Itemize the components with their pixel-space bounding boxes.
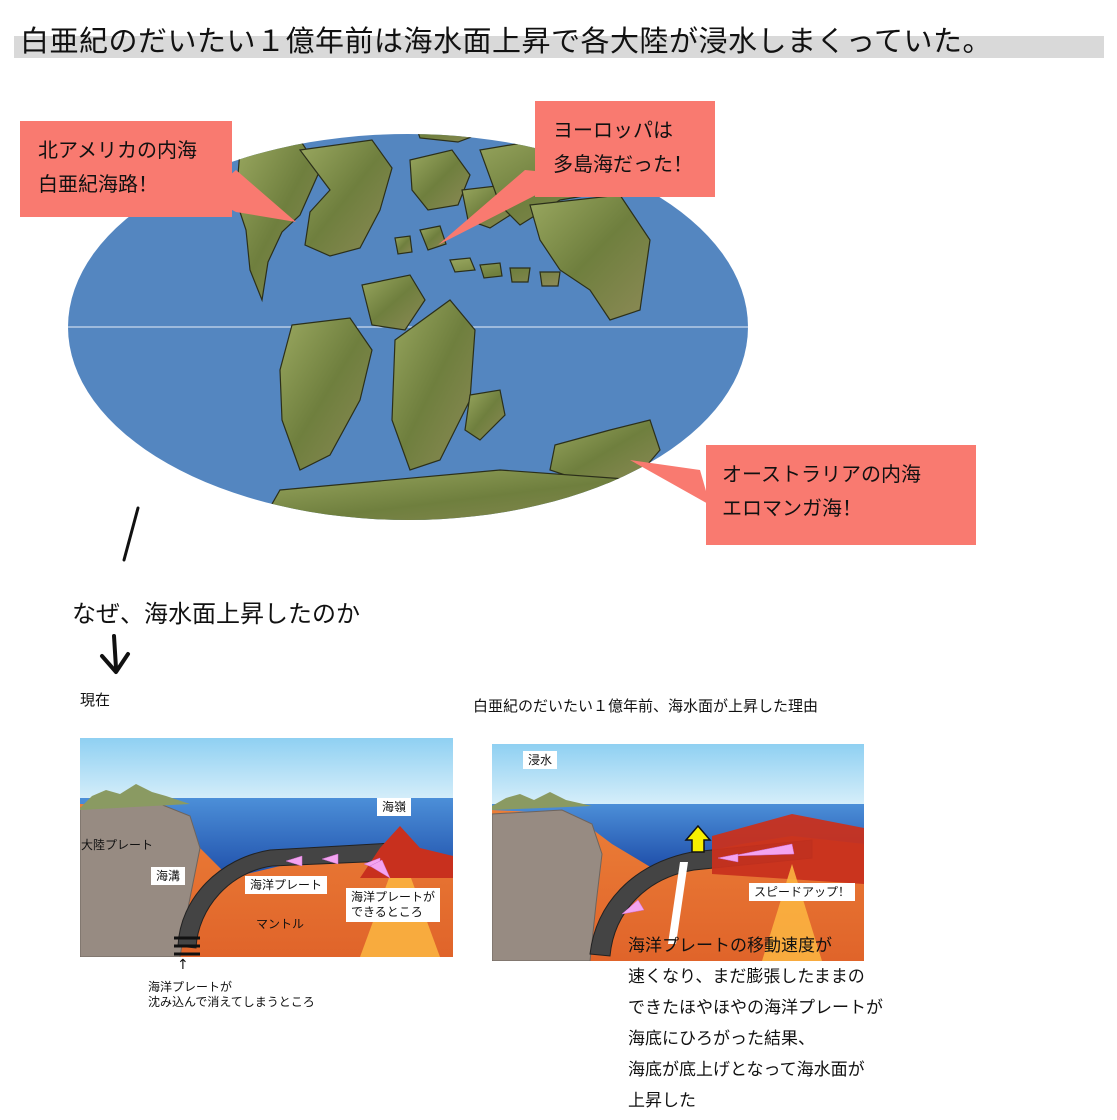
slash-mark: [122, 506, 140, 562]
callout-au-line1: オーストラリアの内海: [722, 462, 921, 486]
down-arrow-icon: [100, 634, 130, 674]
callout-australia: オーストラリアの内海 エロマンガ海！: [706, 445, 976, 545]
cretaceous-heading: 白亜紀のだいたい１億年前、海水面が上昇した理由: [473, 697, 819, 715]
label-plate-forms-line2: できるところ: [351, 905, 423, 919]
explanation-line-4: 海底にひろがった結果、: [628, 1029, 815, 1049]
page-title: 白亜紀のだいたい１億年前は海水面上昇で各大陸が浸水しまくっていた。: [20, 24, 993, 58]
present-plate-diagram: [80, 738, 453, 957]
question-text: なぜ、海水面上昇したのか: [72, 600, 360, 628]
asia-main: [529, 194, 651, 321]
explanation-line-3: できたほやほやの海洋プレートが: [628, 998, 883, 1018]
callout-europe: ヨーロッパは 多島海だった！: [535, 101, 715, 197]
south-america: [279, 317, 373, 471]
europe-island-3: [394, 235, 413, 255]
up-arrow-mark: ↑: [177, 957, 189, 973]
africa: [391, 299, 476, 471]
north-island: [411, 134, 492, 143]
label-mantle: マントル: [256, 917, 305, 931]
label-continental-plate: 大陸プレート: [81, 838, 154, 852]
explanation-line-2: 速くなり、まだ膨張したままの: [628, 967, 865, 987]
present-caption-line2: 沈み込んで消えてしまうところ: [148, 995, 315, 1009]
title-highlight: [14, 36, 1104, 58]
present-heading: 現在: [80, 691, 111, 709]
callout-north-america: 北アメリカの内海 白亜紀海路！: [20, 121, 232, 217]
india: [464, 389, 506, 441]
explanation-line-1: 海洋プレートの移動速度が: [628, 936, 832, 956]
callout-pointer-au: [630, 460, 710, 505]
label-plate-forms: 海洋プレートが できるところ: [346, 888, 441, 922]
callout-eu-line1: ヨーロッパは: [553, 118, 673, 142]
present-caption-line1: 海洋プレートが: [148, 980, 233, 994]
present-caption: 海洋プレートが 沈み込んで消えてしまうところ: [148, 980, 315, 1010]
label-ridge: 海嶺: [377, 798, 412, 816]
label-flooded: 浸水: [523, 751, 558, 769]
label-plate-forms-line1: 海洋プレートが: [351, 890, 436, 904]
explanation-line-6: 上昇した: [628, 1091, 696, 1111]
greenland: [409, 149, 471, 211]
north-america-east: [298, 139, 393, 257]
callout-au-line2: エロマンガ海！: [722, 496, 862, 520]
label-trench: 海溝: [151, 867, 186, 885]
callout-eu-line2: 多島海だった！: [553, 152, 693, 176]
explanation-line-5: 海底が底上げとなって海水面が: [628, 1060, 865, 1080]
callout-na-line1: 北アメリカの内海: [38, 138, 197, 162]
callout-na-line2: 白亜紀海路！: [38, 172, 158, 196]
cretaceous-world-map: [68, 134, 748, 520]
label-speed-up: スピードアップ！: [749, 883, 856, 901]
north-africa: [361, 274, 426, 331]
cretaceous-explanation: 海洋プレートの移動速度が 速くなり、まだ膨張したままの できたほやほやの海洋プレ…: [628, 931, 883, 1117]
cretaceous-plate-diagram: [492, 744, 864, 961]
tethys-islands: [449, 257, 561, 287]
title-bar: 白亜紀のだいたい１億年前は海水面上昇で各大陸が浸水しまくっていた。: [14, 14, 1104, 58]
label-oceanic-plate: 海洋プレート: [245, 876, 328, 894]
